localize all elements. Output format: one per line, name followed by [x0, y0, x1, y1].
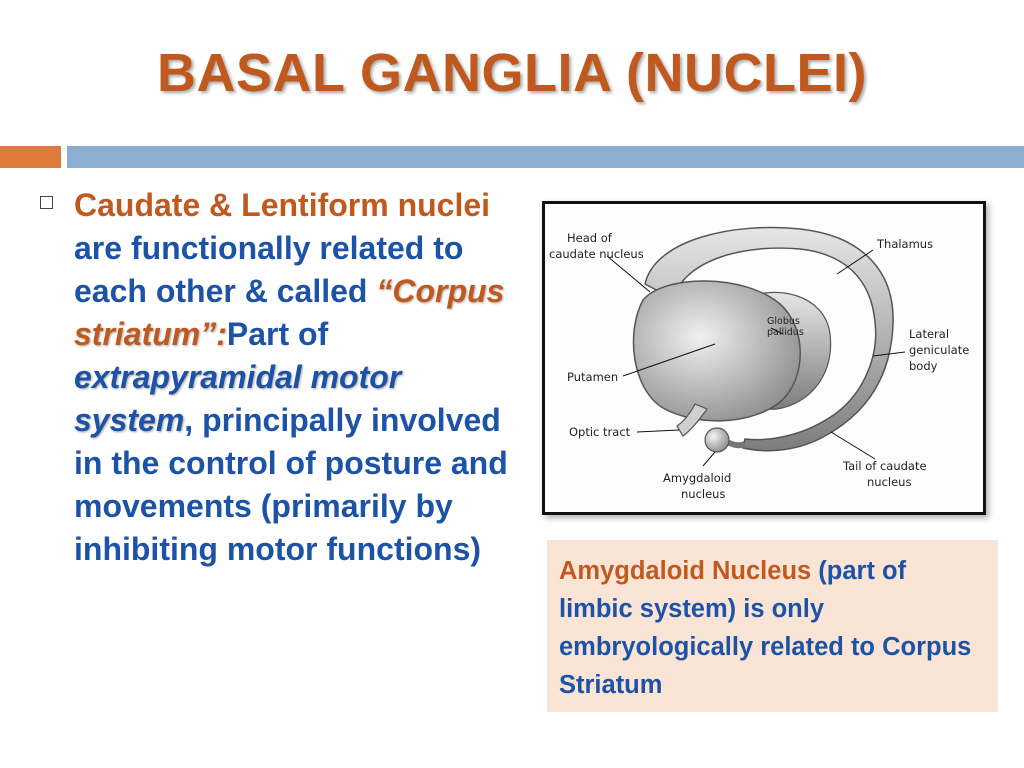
optic-tract-shape	[676, 403, 708, 437]
bullet-text-part: are functionally related to each other &…	[74, 230, 464, 309]
accent-bar-blue	[67, 146, 1024, 168]
note-text: (part of limbic system) is only embryolo…	[559, 557, 972, 699]
bullet-text-part: , principally involved in the control of…	[74, 402, 508, 567]
label-globus-2: pallidus	[767, 327, 804, 338]
label-thalamus: Thalamus	[876, 237, 933, 251]
bullet-text-part: Part of	[226, 316, 329, 352]
amygdaloid-note-box: Amygdaloid Nucleus (part of limbic syste…	[547, 540, 998, 712]
note-highlight: Amygdaloid Nucleus	[559, 557, 812, 585]
label-head-caudate-1: Head of	[567, 231, 613, 245]
basal-ganglia-figure: Head of caudate nucleus Thalamus Globus …	[542, 201, 986, 515]
square-bullet-icon	[40, 196, 53, 209]
label-globus-1: Globus	[767, 316, 800, 327]
label-tail-caudate-2: nucleus	[867, 475, 911, 489]
amygdaloid-shape	[704, 427, 730, 453]
label-lateral-3: body	[909, 359, 938, 373]
bullet-corpus-striatum: “Corpus striatum”:	[74, 273, 505, 352]
bullet-extrapyramidal: extrapyramidal motor system	[74, 359, 402, 438]
label-amygdaloid-2: nucleus	[681, 487, 725, 501]
label-optic-tract: Optic tract	[569, 425, 631, 439]
basal-ganglia-illustration: Head of caudate nucleus Thalamus Globus …	[549, 226, 969, 501]
bullet-text: Caudate & Lentiform nuclei are functiona…	[74, 184, 524, 571]
label-putamen: Putamen	[567, 370, 618, 384]
label-amygdaloid-1: Amygdaloid	[663, 471, 731, 485]
caudate-nucleus-shape	[644, 226, 894, 452]
accent-bar-orange	[0, 146, 61, 168]
putamen-shape	[632, 280, 801, 422]
label-lateral-2: geniculate	[909, 343, 969, 357]
label-tail-caudate-1: Tail of caudate	[842, 459, 927, 473]
label-lateral-1: Lateral	[909, 327, 949, 341]
slide-title: BASAL GANGLIA (NUCLEI)	[157, 43, 867, 103]
bullet-highlight-nuclei: Caudate & Lentiform nuclei	[74, 187, 491, 223]
label-head-caudate-2: caudate nucleus	[549, 247, 644, 261]
